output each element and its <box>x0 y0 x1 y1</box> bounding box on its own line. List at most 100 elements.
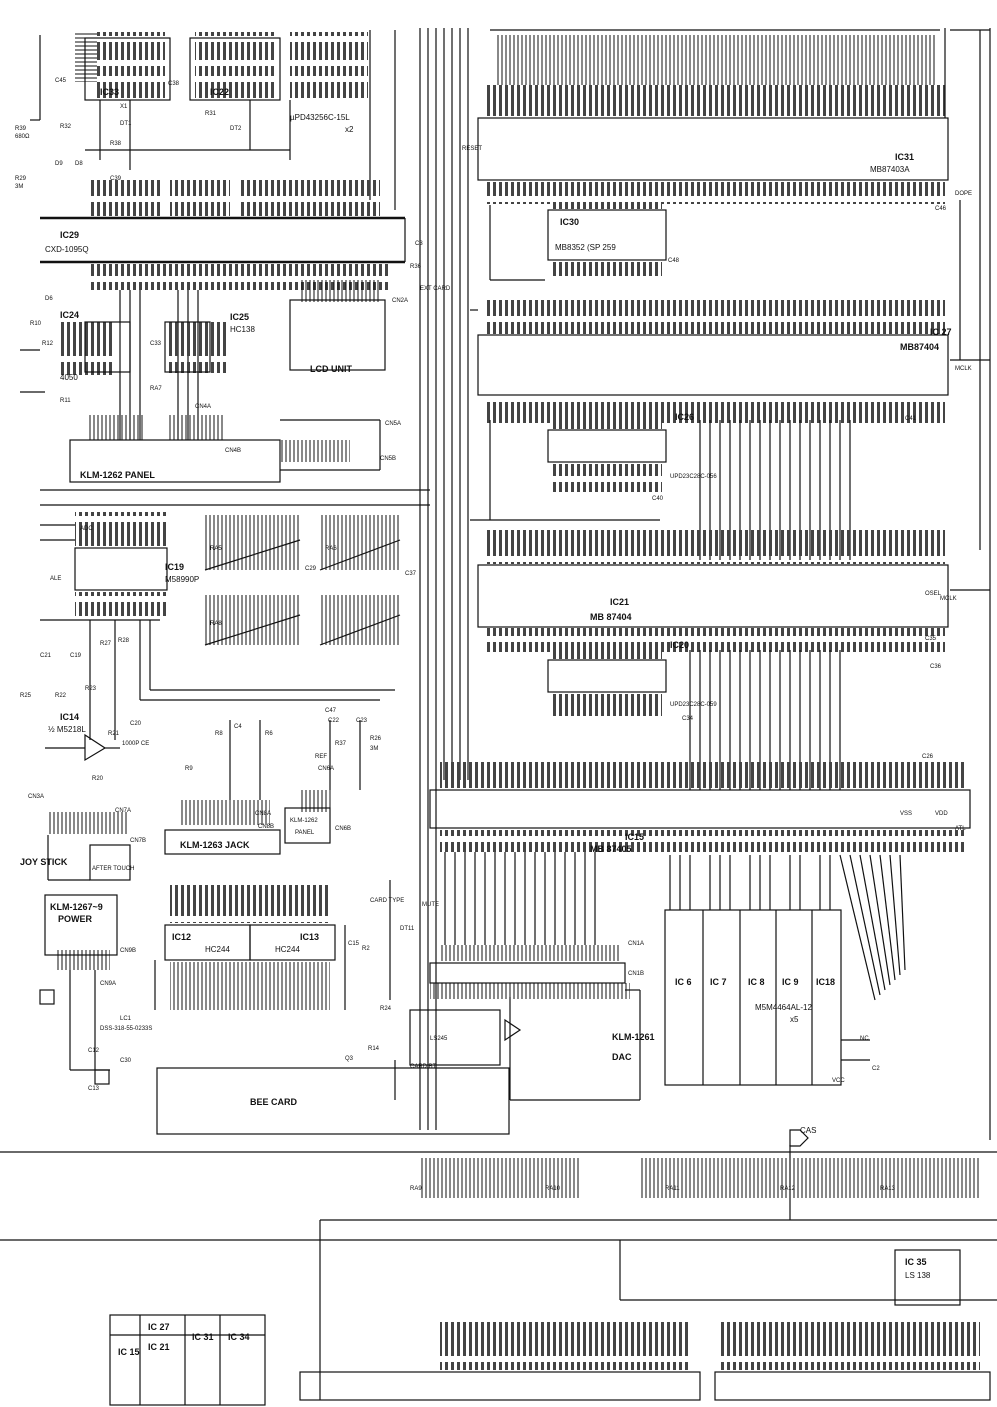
r36-label: R36 <box>410 264 422 270</box>
bee-card-area <box>156 1009 522 1135</box>
dt11-label: DT11 <box>400 926 415 932</box>
lcd-unit-label: LCD UNIT <box>310 364 352 374</box>
c13-label: C13 <box>88 1086 100 1092</box>
cn7b-label: CN7B <box>130 838 146 844</box>
r21-label: R21 <box>108 731 120 737</box>
ic20-part: UPD23C28C-059 <box>670 702 717 708</box>
panel-area <box>20 280 430 506</box>
r26-value: 3M <box>370 746 378 752</box>
ic21-area <box>477 530 990 652</box>
ic27-area <box>470 28 991 1140</box>
c40-label: C40 <box>652 496 664 502</box>
ra12-label: RA12 <box>780 1186 796 1192</box>
c4-label: C4 <box>234 724 242 730</box>
after-touch-label: AFTER TOUCH <box>92 866 134 872</box>
table-row-ic31: IC 31 <box>192 1332 214 1342</box>
mclk-label-2: MCLK <box>940 596 957 602</box>
r26-label: R26 <box>370 736 382 742</box>
r38-label: R38 <box>110 141 122 147</box>
ic-table <box>109 1314 266 1406</box>
resistor-networks <box>204 515 401 646</box>
connector-labels: CN2A CN4A CN4B CN5A CN5B CN6A CN6B CN7A … <box>28 298 644 987</box>
r11-label: R11 <box>60 398 71 404</box>
ic14-part: ½ M5218L <box>48 725 86 734</box>
c20-label: C20 <box>130 721 142 727</box>
vdd-label: VDD <box>935 811 948 817</box>
signal-labels: CAS RESET MCLK MCLK OSEL ATL VDD VSS VCC… <box>50 146 972 1147</box>
ra9-label: RA9 <box>410 1186 422 1192</box>
central-bus <box>419 28 469 1130</box>
r20-label: R20 <box>92 776 104 782</box>
ic19-part: M58990P <box>165 575 199 584</box>
card-bt-label: CARD BT <box>410 1064 437 1070</box>
r6-label: R6 <box>265 731 273 737</box>
ic25-chip <box>164 321 211 373</box>
ic15-part: MB 87405 <box>590 844 632 854</box>
c21-label: C21 <box>40 653 52 659</box>
c48-label: C48 <box>668 258 680 264</box>
cas-label: CAS <box>800 1126 816 1135</box>
cn1a-label: CN1A <box>628 941 644 947</box>
ic33-part: µPD43256C-15L <box>290 113 350 122</box>
c35-label: C35 <box>925 636 937 642</box>
ic8-label: IC 8 <box>748 977 765 987</box>
r24-label: R24 <box>380 1006 392 1012</box>
c29-label: C29 <box>305 566 317 572</box>
klm-1261-label: KLM-1261 <box>612 1032 655 1042</box>
r32-label: R32 <box>60 124 72 130</box>
vcc-label: VCC <box>832 1078 845 1084</box>
ic-table-frame <box>109 1314 266 1406</box>
ic13-part: HC244 <box>275 945 300 954</box>
ic12-part: HC244 <box>205 945 230 954</box>
ic20-area <box>547 645 667 722</box>
ic15-chip <box>429 789 971 829</box>
sram-area <box>30 30 396 210</box>
ic21-chip <box>477 564 949 628</box>
klm-1262-small-label: KLM-1262 <box>290 818 318 824</box>
board-labels: KLM-1262 PANEL KLM-1263 JACK KLM-1262 PA… <box>20 364 655 1107</box>
power-area <box>39 894 118 1085</box>
vss-label: VSS <box>900 811 912 817</box>
ic29-ref: IC29 <box>60 230 79 240</box>
ic12-ref: IC12 <box>172 932 191 942</box>
ic6-label: IC 6 <box>675 977 692 987</box>
c2-label: C2 <box>872 1066 880 1072</box>
dope-label: DOPE <box>955 191 972 197</box>
cn8a-label: CN8A <box>255 811 271 817</box>
c20-value: 1000P CE <box>122 741 149 747</box>
ic35-part: LS 138 <box>905 1271 931 1280</box>
memory-area <box>664 854 906 1086</box>
ra6-label: RA6 <box>325 546 337 552</box>
c37-label: C37 <box>405 571 417 577</box>
ic31-chip <box>477 117 949 181</box>
cn5a-label: CN5A <box>385 421 401 427</box>
r12-label: R12 <box>42 341 54 347</box>
ic26-part: UPD23C28C-056 <box>670 474 717 480</box>
cn8b-label: CN8B <box>258 824 274 830</box>
ic22-part: x2 <box>345 125 354 134</box>
ic15-ref: IC15 <box>625 832 644 842</box>
c36-label: C36 <box>930 664 942 670</box>
cn9b-label: CN9B <box>120 948 136 954</box>
ic24-part: 4050 <box>60 373 78 382</box>
r8-label: R8 <box>215 731 223 737</box>
ext-card-label: EXT CARD <box>420 286 451 292</box>
ic19-ref: IC19 <box>165 562 184 572</box>
cn7a-label: CN7A <box>115 808 131 814</box>
ic27-chip <box>477 334 949 396</box>
r14-label: R14 <box>368 1046 380 1052</box>
d8-label: D8 <box>75 161 83 167</box>
c15-label: C15 <box>348 941 360 947</box>
memory-qty: x5 <box>790 1015 799 1024</box>
memory-part: M5M4464AL-12 <box>755 1003 812 1012</box>
ic19-chip <box>74 547 168 591</box>
cn9a-label: CN9A <box>100 981 116 987</box>
c23-label: C23 <box>356 718 368 724</box>
ic13-chip <box>249 924 336 961</box>
c19-label: C19 <box>70 653 82 659</box>
memory-block <box>664 909 842 1086</box>
dac-word: DAC <box>612 1052 632 1062</box>
table-row-ic21: IC 21 <box>148 1342 170 1352</box>
c26-label: C26 <box>922 754 934 760</box>
ic7-label: IC 7 <box>710 977 727 987</box>
